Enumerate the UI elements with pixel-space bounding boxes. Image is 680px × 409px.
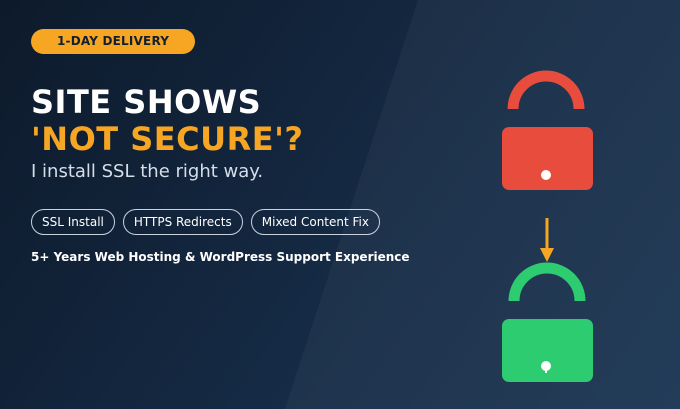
delivery-badge: 1-DAY DELIVERY <box>31 29 196 54</box>
headline-line-2: 'NOT SECURE'? <box>31 120 304 158</box>
tag-https-redirects: HTTPS Redirects <box>122 209 243 235</box>
experience-text: 5+ Years Web Hosting & WordPress Support… <box>31 250 410 264</box>
tag-mixed-content-fix: Mixed Content Fix <box>250 209 380 235</box>
closed-lock-icon <box>502 262 593 382</box>
headline-line-1: SITE SHOWS <box>31 83 262 121</box>
open-lock-icon <box>502 70 593 190</box>
tag-ssl-install: SSL Install <box>31 209 115 235</box>
lock-illustration <box>502 70 593 382</box>
down-arrow-icon <box>540 218 554 262</box>
subtitle: I install SSL the right way. <box>31 161 264 182</box>
service-tags: SSL Install HTTPS Redirects Mixed Conten… <box>31 209 380 235</box>
headline: SITE SHOWS 'NOT SECURE'? <box>31 84 303 158</box>
